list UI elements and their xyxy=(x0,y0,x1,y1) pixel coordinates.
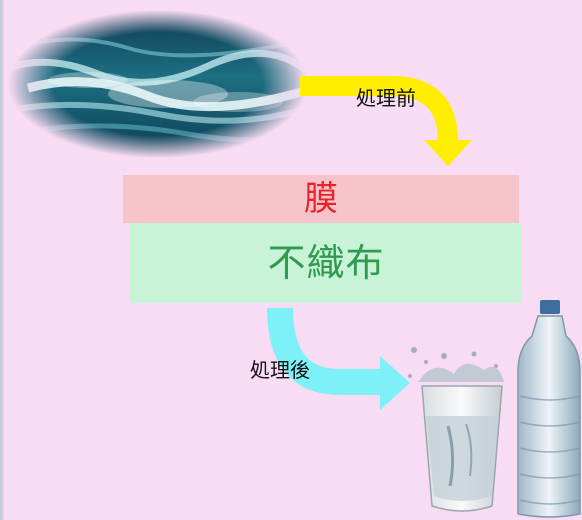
sea-water-photo xyxy=(8,10,308,158)
after-treatment-label: 処理後 xyxy=(250,358,310,382)
clean-water-photo xyxy=(408,300,581,518)
after-arrow-icon xyxy=(267,307,410,410)
window-left-edge xyxy=(0,0,4,520)
membrane-layer: 膜 xyxy=(123,175,519,223)
nonwoven-fabric-layer: 不織布 xyxy=(130,223,522,303)
before-arrow-icon xyxy=(300,76,472,166)
before-treatment-label: 処理前 xyxy=(356,86,416,110)
nonwoven-fabric-label: 不織布 xyxy=(267,241,385,285)
membrane-label: 膜 xyxy=(304,179,338,219)
